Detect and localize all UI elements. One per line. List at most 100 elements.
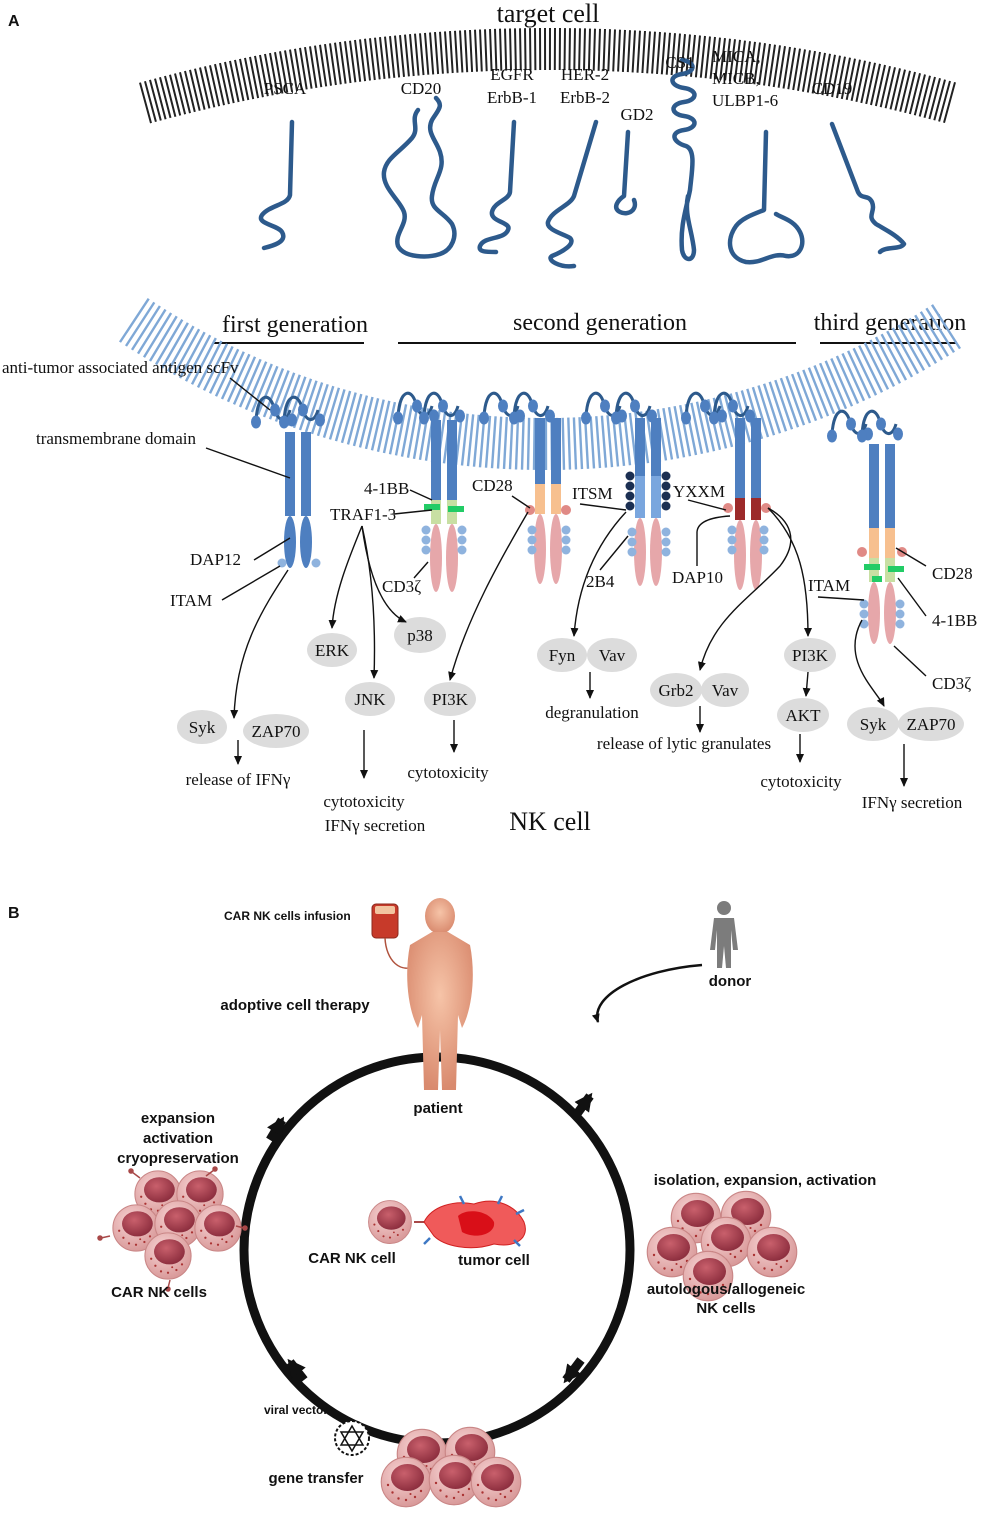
scfv-41bb-b [419, 391, 465, 425]
itam-leader [221, 565, 281, 601]
vav2-label: Vav [712, 681, 739, 700]
ifn-secretion-label-1: IFNγ secretion [325, 816, 426, 835]
target-membrane-hatch [139, 27, 956, 124]
traf-bar-a [424, 504, 440, 510]
third-cd3z-label: CD3ζ [932, 674, 971, 693]
gene-transfer-label: gene transfer [268, 1470, 363, 1487]
infusion-label: CAR NK cells infusion [224, 909, 351, 923]
her2-antigen [545, 119, 599, 269]
zap70-oval [243, 714, 309, 748]
yxxm-dot-b [761, 503, 771, 513]
second-generation-label: second generation [513, 310, 687, 336]
nk-source-label-1: autologous/allogeneic [647, 1281, 805, 1298]
scfv-third-gen-b [857, 409, 903, 443]
dap10-itam-left [727, 525, 737, 555]
pi3k-label: PI3K [432, 690, 469, 709]
cycle-arrow-se [562, 1357, 585, 1384]
dap10-leader [696, 515, 731, 566]
syk2-label: Syk [860, 715, 887, 734]
third-cd3z-leader [893, 645, 927, 677]
cytotoxicity-label-3: cytotoxicity [760, 772, 842, 791]
third-traf-a [864, 564, 880, 570]
degranulation-label: degranulation [545, 703, 639, 722]
pi3k2-oval [784, 638, 836, 672]
lytic-granulates-label: release of lytic granulates [597, 734, 771, 753]
zap70-2-oval [898, 707, 964, 741]
cd28-label: CD28 [472, 476, 513, 495]
cytotoxicity-label-2: cytotoxicity [407, 763, 489, 782]
cd28-itam-left [527, 525, 537, 555]
isolation-label: isolation, expansion, activation [654, 1172, 877, 1189]
itsm-fyn-arrow [570, 511, 627, 637]
patient-figure [407, 898, 473, 1090]
p38-arrow [361, 525, 407, 623]
first-generation-label: first generation [222, 312, 368, 338]
third-itam-leader [817, 596, 865, 601]
third-traf-b [888, 566, 904, 572]
fyn-label: Fyn [549, 646, 576, 665]
nk-source-label-2: NK cells [696, 1300, 755, 1317]
panel-b-letter: B [8, 905, 20, 922]
target-cell-label: target cell [497, 0, 600, 28]
psca-antigen [258, 119, 295, 251]
p38-oval [394, 617, 446, 653]
zap70-label: ZAP70 [251, 722, 300, 741]
third-cd28-label: CD28 [932, 564, 973, 583]
third-itam-left [859, 599, 869, 629]
viral-vector-label: viral vector [264, 1403, 328, 1417]
pi3k-oval [424, 682, 476, 716]
infusion-bag-icon [371, 903, 419, 969]
dap10-label: DAP10 [672, 568, 723, 587]
dap12-chain-b [300, 432, 312, 568]
akt-label: AKT [786, 706, 822, 725]
cd28-itam-right [561, 525, 571, 555]
car-nk-cells-label: CAR NK cells [111, 1284, 207, 1301]
car-2b4-chain-b [650, 418, 662, 586]
donor-figure [710, 901, 738, 968]
nk-membrane-hatch [118, 298, 962, 471]
scfv-leader [229, 377, 271, 411]
cd19-antigen [829, 121, 907, 255]
car-nk-cell-cluster [97, 1166, 248, 1292]
patient-label: patient [413, 1100, 462, 1117]
itsm-label: ITSM [572, 484, 613, 503]
signaling-molecules: Syk ZAP70 ERK p38 JNK PI3K Fyn Vav Grb2 … [177, 617, 964, 748]
cd28-motif-b [561, 505, 571, 515]
traf-bar-b [448, 506, 464, 512]
vav-oval [587, 638, 637, 672]
2b4-label: 2B4 [586, 572, 615, 591]
egfr-label: EGFR [490, 65, 534, 84]
yxxm-label: YXXM [673, 482, 725, 501]
mica-antigen [727, 129, 805, 265]
erk-oval [307, 633, 357, 667]
scfv-label: anti-tumor associated antigen scFv [2, 358, 239, 377]
cryopreservation-label: cryopreservation [117, 1150, 239, 1167]
nk-cell-cluster-gene-transfer [380, 1426, 522, 1508]
2b4-leader [599, 535, 629, 571]
cs1-antigen [670, 57, 697, 262]
syk-oval [177, 710, 227, 744]
transmembrane-leader [205, 447, 291, 479]
donor-arrow [591, 963, 703, 1023]
mica-label: MICA, [712, 47, 761, 66]
itam-label: ITAM [170, 591, 212, 610]
syk2-oval [847, 707, 899, 741]
syk-label: Syk [189, 718, 216, 737]
adoptive-therapy-label: adoptive cell therapy [220, 997, 370, 1014]
third-gen-chain-a [868, 444, 880, 644]
cd3z-itam-left [421, 525, 431, 555]
third-itam-label: ITAM [808, 576, 850, 595]
2b4-itam-right [661, 527, 671, 557]
cd20-label: CD20 [401, 79, 442, 98]
dap10-pi3k-arrow [767, 507, 812, 637]
vav2-oval [701, 673, 749, 707]
cd20-antigen [381, 95, 457, 259]
erbb2-label: ErbB-2 [560, 88, 610, 107]
viral-vector-icon [334, 1420, 370, 1456]
gd2-antigen [613, 129, 638, 216]
p38-label: p38 [407, 626, 433, 645]
micb-label: MICB, [712, 69, 760, 88]
vav-label: Vav [599, 646, 626, 665]
tumor-antigens [258, 57, 907, 269]
egfr-antigen [477, 119, 517, 255]
